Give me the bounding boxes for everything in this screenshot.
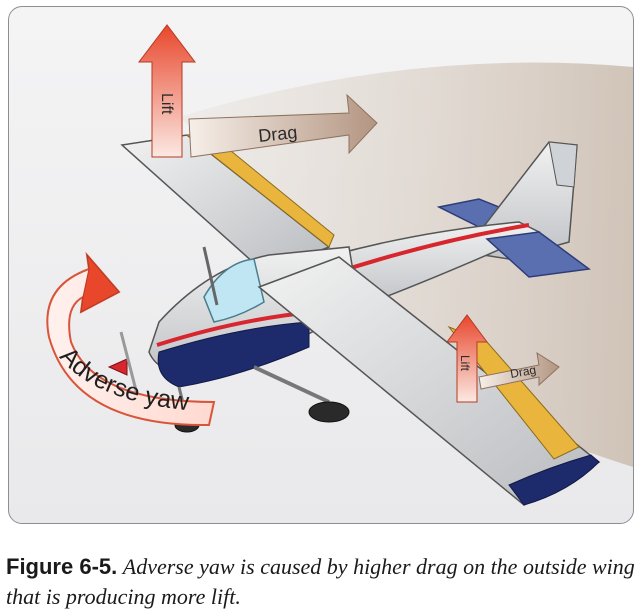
diagram-panel: Drag Lift Lift Drag Adverse yaw [8, 6, 634, 524]
figure-number: Figure 6-5. [6, 554, 117, 579]
left-drag-label: Drag [257, 122, 298, 146]
figure-caption: Figure 6-5. Adverse yaw is caused by hig… [6, 552, 636, 612]
adverse-yaw-arrowhead [81, 255, 119, 312]
adverse-yaw-diagram: Drag Lift Lift Drag Adverse yaw [9, 7, 633, 523]
main-wheel [309, 402, 349, 422]
left-lift-label: Lift [158, 93, 175, 115]
main-gear-strut [254, 367, 329, 402]
right-lift-label: Lift [458, 355, 472, 372]
